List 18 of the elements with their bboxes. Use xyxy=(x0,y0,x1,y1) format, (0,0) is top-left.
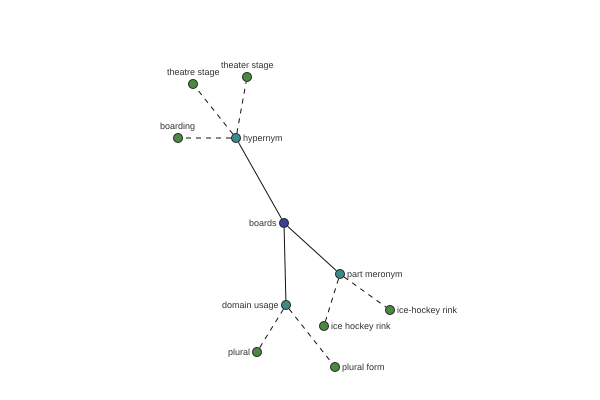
node-label: theatre stage xyxy=(167,67,220,77)
node-label: plural form xyxy=(342,362,385,372)
dashed-line xyxy=(259,308,284,348)
line xyxy=(284,228,286,300)
node-label: theater stage xyxy=(221,60,274,70)
node-label: part meronym xyxy=(347,269,403,279)
dashed-line xyxy=(324,278,340,322)
dashed-line xyxy=(236,81,247,134)
node-label: ice hockey rink xyxy=(331,321,391,331)
dashed-line xyxy=(344,276,386,308)
line xyxy=(287,226,337,272)
line xyxy=(238,142,282,220)
node-label: ice-hockey rink xyxy=(397,305,458,315)
node-label: hypernym xyxy=(243,133,283,143)
node-label: boards xyxy=(249,218,277,228)
node-label: domain usage xyxy=(222,300,279,310)
node-label: plural xyxy=(228,347,250,357)
node-label: boarding xyxy=(160,121,196,131)
